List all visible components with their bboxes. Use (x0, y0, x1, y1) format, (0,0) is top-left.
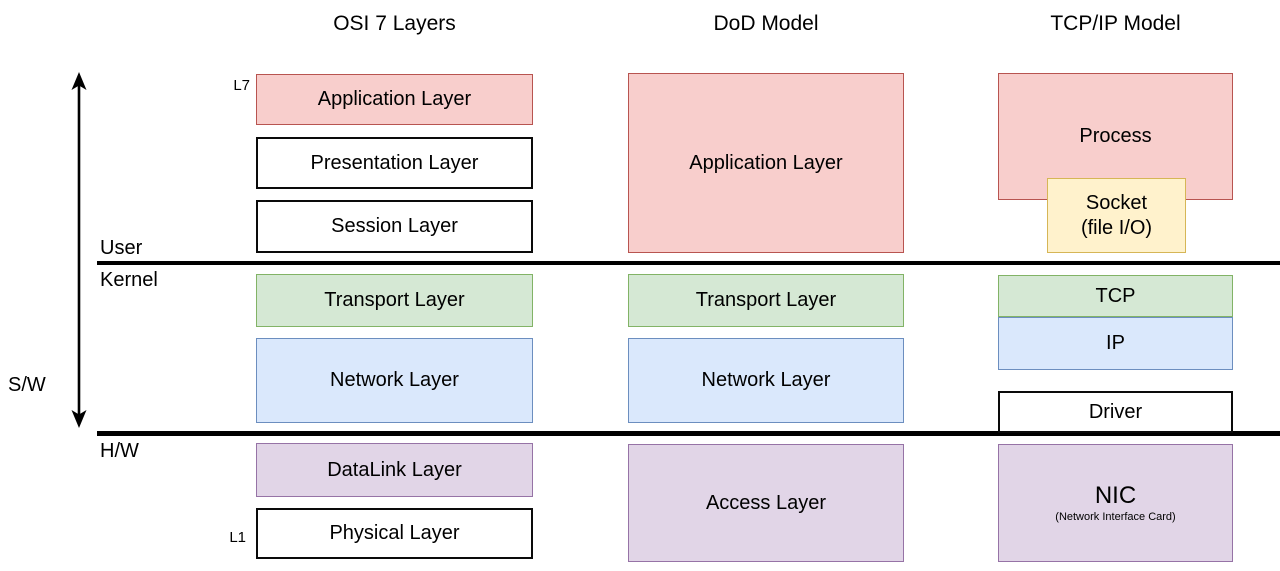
hardware-label: H/W (100, 440, 139, 462)
tcpip-socket-box: Socket (file I/O) (1047, 178, 1186, 253)
osi-physical-layer-label: Physical Layer (329, 522, 460, 544)
osi-presentation-layer-box: Presentation Layer (256, 137, 533, 189)
tcpip-nic-label: NIC (1094, 481, 1137, 509)
dod-application-layer-label: Application Layer (689, 151, 843, 174)
osi-network-layer-box: Network Layer (256, 338, 533, 423)
tcpip-tcp-label: TCP (1095, 284, 1136, 307)
tcpip-nic-box: NIC (Network Interface Card) (998, 444, 1233, 562)
software-range-arrow-icon (71, 72, 87, 428)
tcpip-driver-label: Driver (1088, 400, 1143, 423)
dod-application-layer-box: Application Layer (628, 73, 904, 253)
layer-marker-l1: L1 (229, 529, 246, 546)
software-label: S/W (8, 374, 46, 396)
osi-session-layer-box: Session Layer (256, 200, 533, 253)
column-title-osi: OSI 7 Layers (333, 12, 456, 35)
osi-transport-layer-label: Transport Layer (324, 289, 465, 311)
layer-marker-l7: L7 (233, 77, 250, 94)
user-kernel-divider (97, 261, 1280, 265)
kernel-space-label: Kernel (100, 269, 158, 291)
dod-transport-layer-label: Transport Layer (695, 289, 837, 311)
tcpip-socket-label: Socket (1085, 191, 1148, 214)
column-title-dod: DoD Model (713, 12, 819, 35)
tcpip-driver-box: Driver (998, 391, 1233, 433)
dod-access-layer-box: Access Layer (628, 444, 904, 562)
tcpip-process-label: Process (1079, 125, 1152, 147)
column-title-tcpip: TCP/IP Model (1050, 12, 1181, 35)
osi-application-layer-label: Application Layer (317, 88, 472, 110)
osi-transport-layer-box: Transport Layer (256, 274, 533, 327)
tcpip-nic-sublabel: (Network Interface Card) (1055, 510, 1176, 523)
tcpip-ip-label: IP (1106, 332, 1125, 354)
osi-datalink-layer-label: DataLink Layer (327, 458, 462, 481)
osi-presentation-layer-label: Presentation Layer (310, 151, 479, 174)
user-space-label: User (100, 237, 143, 259)
tcpip-socket-label-line2: (file I/O) (1080, 216, 1153, 239)
tcpip-tcp-box: TCP (998, 275, 1233, 317)
dod-transport-layer-box: Transport Layer (628, 274, 904, 327)
dod-access-layer-label: Access Layer (705, 491, 827, 514)
osi-network-layer-label: Network Layer (330, 369, 459, 391)
tcpip-ip-box: IP (998, 317, 1233, 370)
osi-session-layer-label: Session Layer (331, 215, 458, 237)
software-hardware-divider (97, 431, 1280, 436)
osi-application-layer-box: Application Layer (256, 74, 533, 125)
osi-datalink-layer-box: DataLink Layer (256, 443, 533, 497)
osi-physical-layer-box: Physical Layer (256, 508, 533, 559)
dod-network-layer-label: Network Layer (701, 369, 831, 391)
dod-network-layer-box: Network Layer (628, 338, 904, 423)
